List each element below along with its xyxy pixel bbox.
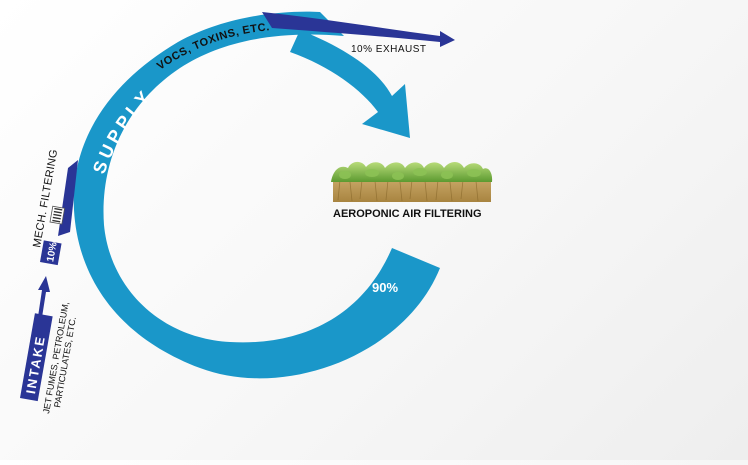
exhaust-arrow [262,12,455,47]
svg-text:10%: 10% [45,241,59,263]
exhaust-label: 10% EXHAUST [351,44,427,55]
mech-filtering-label: MECH. FILTERING [31,148,60,248]
plant-bed-icon [331,161,493,202]
recirculation-percent: 90% [372,280,398,295]
supply-arrowhead [290,30,410,138]
mechanical-filter-icon [49,205,66,225]
aeroponic-filtering-label: AEROPONIC AIR FILTERING [333,208,482,220]
mech-percent-badge: 10% [40,240,62,266]
